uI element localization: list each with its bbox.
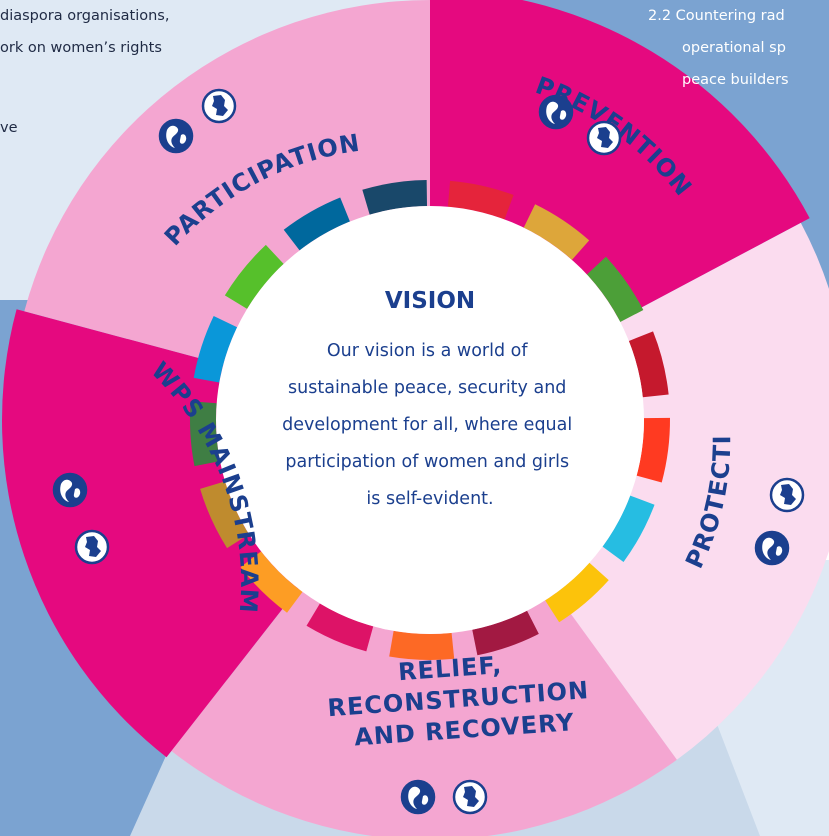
vision-statement-line: sustainable peace, security and <box>288 378 566 398</box>
sdg-ring-block <box>628 331 669 398</box>
sdg-ring-block <box>545 562 609 623</box>
sdg-ring-block <box>362 180 428 215</box>
sdg-ring-block <box>636 417 670 483</box>
sdg-ring-block <box>306 603 374 652</box>
sdg-ring <box>190 180 670 661</box>
vision-statement-line: participation of women and girls <box>285 452 569 472</box>
prevention-globe-icon <box>538 94 574 130</box>
protection-globe-icon <box>754 530 790 566</box>
top-left-text-line: ve <box>0 120 18 136</box>
top-right-text-line: peace builders <box>682 72 789 88</box>
sdg-ring-block <box>523 204 590 260</box>
sdg-ring-block <box>586 256 644 322</box>
top-left-text-line: ork on women’s rights <box>0 40 162 56</box>
top-left-text: diaspora organisations, ork on women’s r… <box>0 8 174 136</box>
top-right-text: 2.2 Countering rad operational sp peace … <box>648 8 791 88</box>
protection-netherlands-icon <box>769 477 805 513</box>
relief-globe-icon <box>400 779 436 815</box>
vision-statement-line: is self-evident. <box>366 489 493 509</box>
sdg-ring-block <box>240 551 303 613</box>
top-left-text-line: diaspora organisations, <box>0 8 169 24</box>
sdg-ring-block <box>472 610 539 656</box>
top-right-text-line: operational sp <box>682 40 786 56</box>
sdg-ring-block <box>283 197 350 251</box>
sdg-ring-block <box>224 244 284 309</box>
icon-layer <box>52 88 805 815</box>
vision-center-disc <box>216 206 644 634</box>
sdg-ring-block <box>200 481 250 549</box>
top-right-text-line: 2.2 Countering rad <box>648 8 785 24</box>
sdg-ring-block <box>602 495 655 562</box>
vision-statement: Our vision is a world of sustainable pea… <box>282 341 578 509</box>
sdg-ring-block <box>190 401 220 467</box>
wps-netherlands-icon <box>74 529 110 565</box>
prevention-netherlands-icon <box>586 120 622 156</box>
vision-statement-line: Our vision is a world of <box>327 341 528 361</box>
participation-globe-icon <box>158 118 194 154</box>
sdg-ring-block <box>193 316 238 383</box>
participation-netherlands-icon <box>201 88 237 124</box>
vision-title: VISION <box>385 288 475 314</box>
relief-netherlands-icon <box>452 779 488 815</box>
wps-globe-icon <box>52 472 88 508</box>
sdg-ring-block <box>447 180 514 220</box>
vision-statement-line: development for all, where equal <box>282 415 572 435</box>
sdg-ring-block <box>389 630 455 661</box>
